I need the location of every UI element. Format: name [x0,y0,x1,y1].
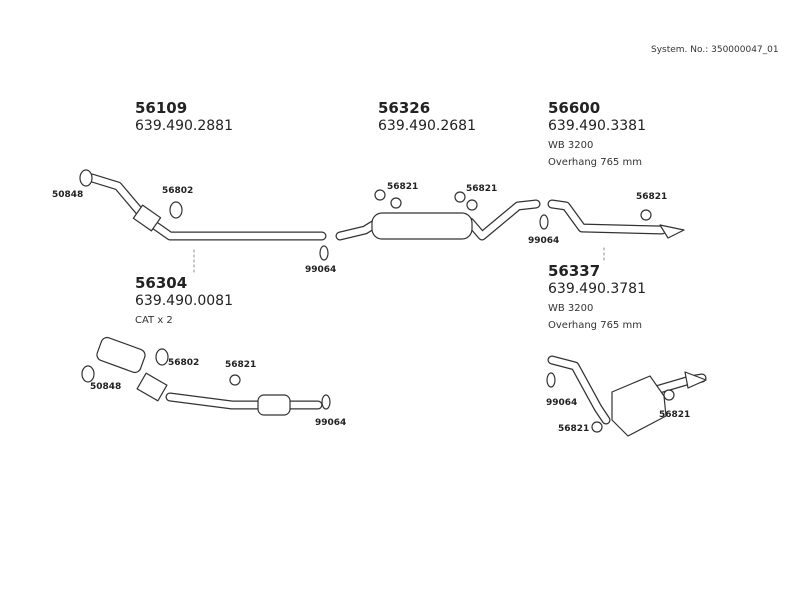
catalyst-2 [257,394,291,416]
part-number-56326: 56326 [378,99,431,117]
oem-ref: 639.490.3781 [548,281,646,297]
callout-56802: 56802 [162,186,194,196]
callout-50848: 50848 [52,190,84,200]
callout-56821: 56821 [387,182,419,192]
part-number-56600: 56600 [548,99,601,117]
oem-ref: 639.490.3381 [548,118,646,134]
rear-silencer [611,375,667,437]
callout-56821: 56821 [636,192,668,202]
middle-silencer [371,212,473,240]
callout-56821: 56821 [659,410,691,420]
part-number-56109: 56109 [135,99,188,117]
part-number-56337: 56337 [548,262,601,280]
callout-99064: 99064 [305,265,337,275]
callout-56821: 56821 [225,360,257,370]
callout-56821: 56821 [466,184,498,194]
note: WB 3200 [548,303,594,314]
note: WB 3200 [548,140,594,151]
callout-56821: 56821 [558,424,590,434]
callout-56802: 56802 [168,358,200,368]
oem-ref: 639.490.2881 [135,118,233,134]
part-number-56304: 56304 [135,274,188,292]
catalyst-1 [96,336,146,374]
note: Overhang 765 mm [548,157,642,168]
callout-99064: 99064 [546,398,578,408]
callout-99064: 99064 [528,236,560,246]
callout-50848: 50848 [90,382,122,392]
system-number: System. No.: 350000047_01 [651,45,779,55]
note: CAT x 2 [135,315,173,326]
callout-99064: 99064 [315,418,347,428]
note: Overhang 765 mm [548,320,642,331]
oem-ref: 639.490.0081 [135,293,233,309]
oem-ref: 639.490.2681 [378,118,476,134]
